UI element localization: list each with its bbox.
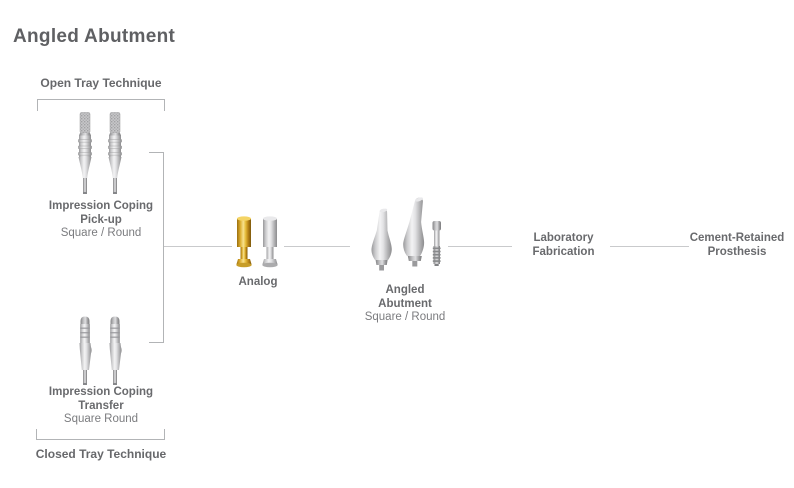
flow-line-abutment-to-lab — [448, 246, 512, 247]
abutment-label-line2: Abutment — [378, 297, 432, 310]
impression-coping-pickup-icons — [78, 112, 122, 194]
abutment-label-variant: Square / Round — [364, 311, 446, 323]
abutment-label-line1: Angled — [385, 284, 425, 296]
lab-label-line1: Laboratory — [533, 232, 594, 244]
impression-coping-transfer-square-icon — [79, 316, 92, 385]
flow-line-lab-to-prosthesis — [610, 246, 689, 247]
open-tray-bracket — [37, 99, 165, 111]
closed-tray-technique-label: Closed Tray Technique — [35, 447, 167, 461]
analog-gold-icon — [236, 216, 252, 268]
angled-abutment-label: Angled Abutment Square / Round — [344, 284, 466, 325]
laboratory-fabrication-label: Laboratory Fabrication — [521, 232, 606, 259]
analog-icons — [236, 216, 278, 268]
impression-coping-transfer-round-icon — [109, 316, 122, 385]
technique-join-bracket — [149, 152, 164, 343]
impression-coping-transfer-label: Impression Coping Transfer Square Round — [25, 386, 177, 427]
analog-silver-icon — [262, 216, 278, 268]
pickup-label-variant: Square / Round — [60, 227, 142, 239]
analog-label: Analog — [214, 276, 302, 290]
transfer-label-variant: Square Round — [63, 413, 139, 425]
prosthesis-label-line1: Cement-Retained — [689, 232, 785, 244]
prosthesis-label-line2: Prosthesis — [707, 245, 767, 258]
impression-coping-pickup-label: Impression Coping Pick-up Square / Round — [25, 200, 177, 241]
cement-retained-prosthesis-label: Cement-Retained Prosthesis — [685, 232, 789, 259]
lab-label-line2: Fabrication — [532, 245, 595, 258]
transfer-label-line1: Impression Coping — [48, 386, 154, 398]
closed-tray-bracket — [36, 429, 165, 440]
open-tray-technique-label: Open Tray Technique — [40, 76, 162, 90]
impression-coping-pickup-round-icon — [108, 112, 122, 194]
flow-line-bracket-to-analog — [164, 246, 232, 247]
angled-abutment-icons — [371, 197, 441, 271]
angled-abutment-round-icon — [403, 197, 425, 267]
angled-abutment-square-icon — [371, 208, 392, 271]
page-title: Angled Abutment — [13, 26, 176, 47]
impression-coping-pickup-square-icon — [78, 112, 92, 194]
impression-coping-transfer-icons — [79, 316, 122, 385]
pickup-label-line2: Pick-up — [80, 213, 122, 226]
pickup-label-line1: Impression Coping — [48, 200, 154, 212]
analog-label-text: Analog — [238, 276, 278, 288]
abutment-screw-icon — [432, 221, 441, 266]
transfer-label-line2: Transfer — [78, 399, 124, 412]
flow-line-analog-to-abutment — [284, 246, 350, 247]
